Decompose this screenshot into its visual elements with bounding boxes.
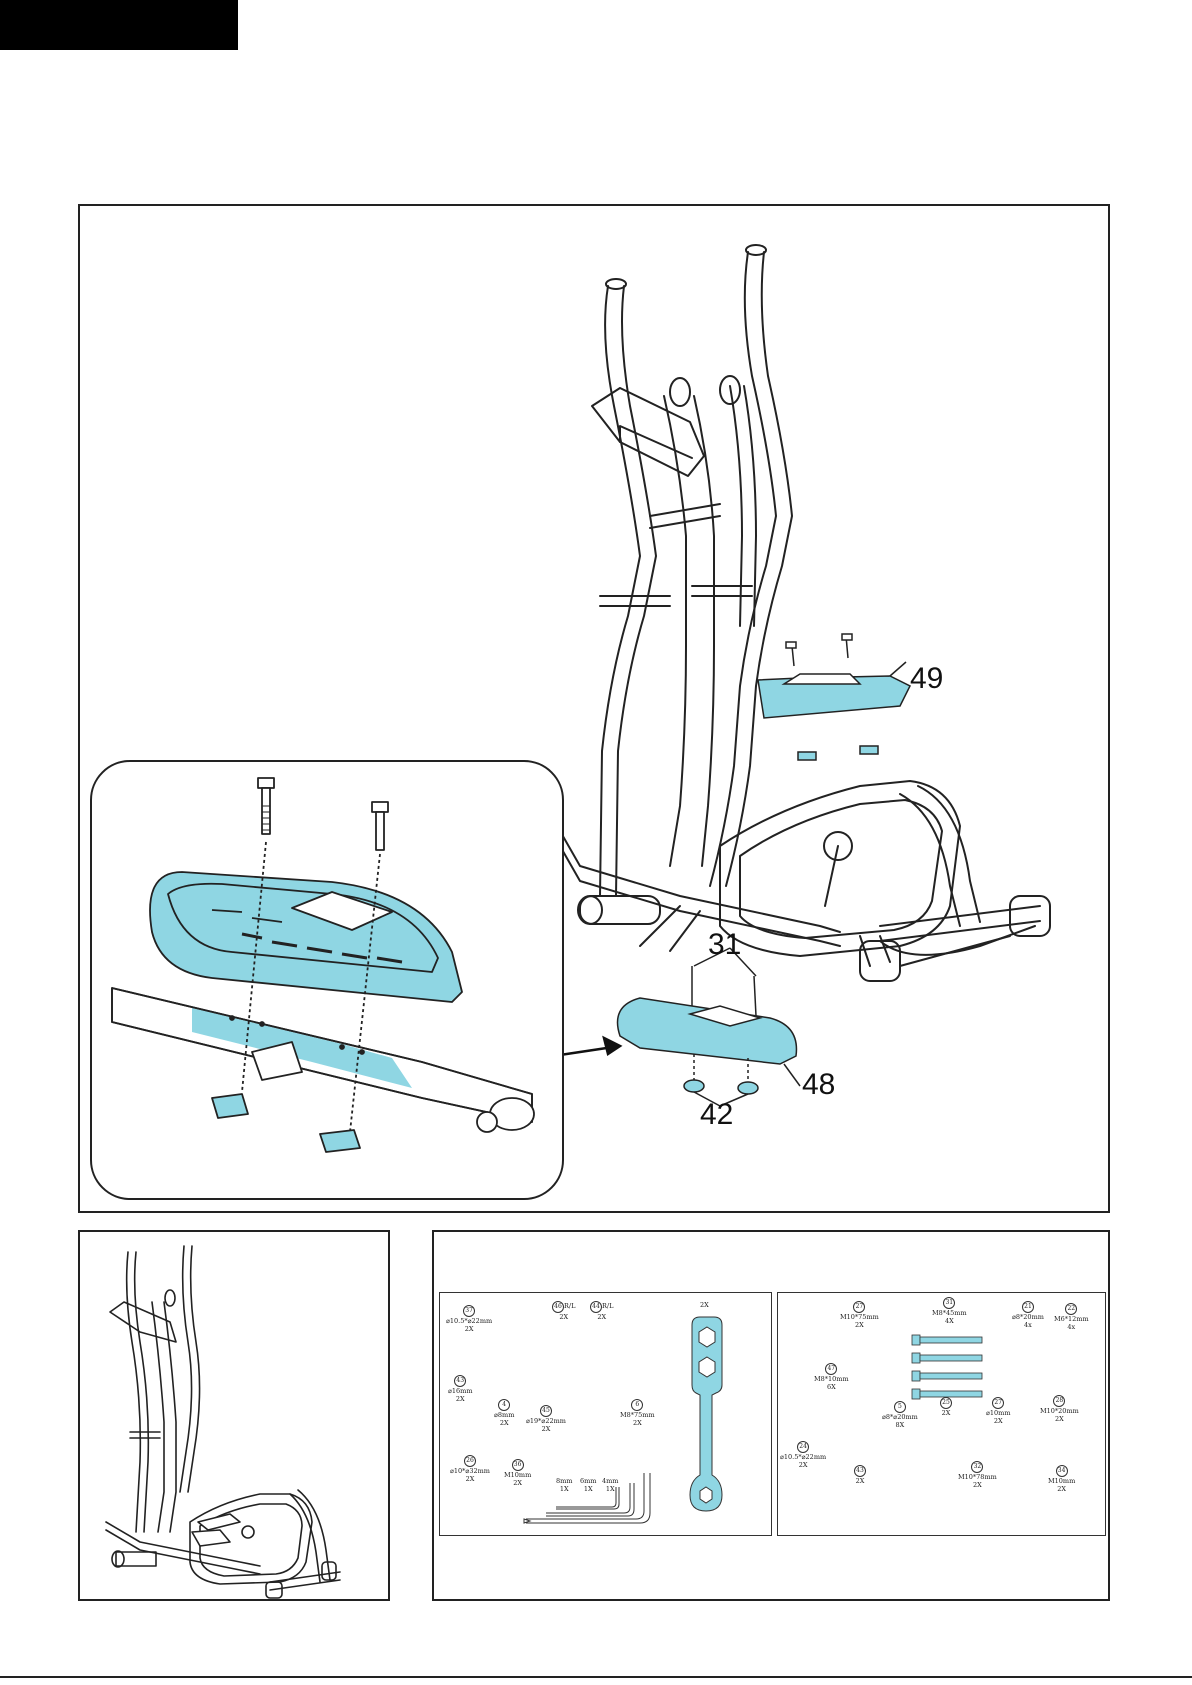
detail-zoom-box [90,760,564,1200]
part-number-badge: 45 [539,1405,552,1417]
step-tab [0,0,238,50]
part-number-badge: 21 [1021,1301,1034,1313]
part-number-badge: 43 [854,1465,866,1477]
wrench-qty: 2X [700,1301,709,1309]
assembled-trainer-drawing [105,1245,341,1599]
part-number-badge: 6 [631,1399,644,1411]
pedal-part-48 [616,947,801,1107]
main-assembly-panel: 49 31 42 48 [78,204,1110,1213]
part-number-badge: 24 [797,1441,810,1453]
part-number-badge: 26 [463,1455,476,1467]
elliptical-trainer-drawing [519,244,1051,1107]
part-number-badge: 5 [893,1401,906,1413]
part-number-badge: 34 [1055,1465,1068,1477]
part-number-badge: 47 [825,1363,838,1375]
allen-keys-icon [523,1473,651,1524]
pedal-part-49 [757,633,912,761]
bolts-31-icon [911,1334,983,1400]
part-number-badge: 22 [1065,1303,1078,1315]
part-number-badge: 46 [552,1301,564,1313]
part-number-badge: 25 [940,1397,952,1409]
part-number-badge: 27 [992,1397,1005,1409]
callout-48: 48 [802,1068,836,1101]
callout-31: 31 [708,928,742,961]
wrench-icon [689,1316,723,1512]
part-number-badge: 32 [971,1461,984,1473]
overview-panel [78,1230,390,1601]
part-number-badge: 31 [943,1297,956,1309]
part-number-badge: 27 [853,1301,866,1313]
part-number-badge: 43 [454,1375,467,1387]
part-number-badge: 28 [1053,1395,1066,1407]
callout-42: 42 [700,1098,734,1131]
footer-rule [0,1676,1192,1678]
part-number-badge: 4 [498,1399,511,1411]
part-number-badge: 37 [463,1305,476,1317]
callout-49: 49 [910,662,944,695]
part-number-badge: 44 [590,1301,602,1313]
pedal-detail-drawing [111,777,535,1153]
